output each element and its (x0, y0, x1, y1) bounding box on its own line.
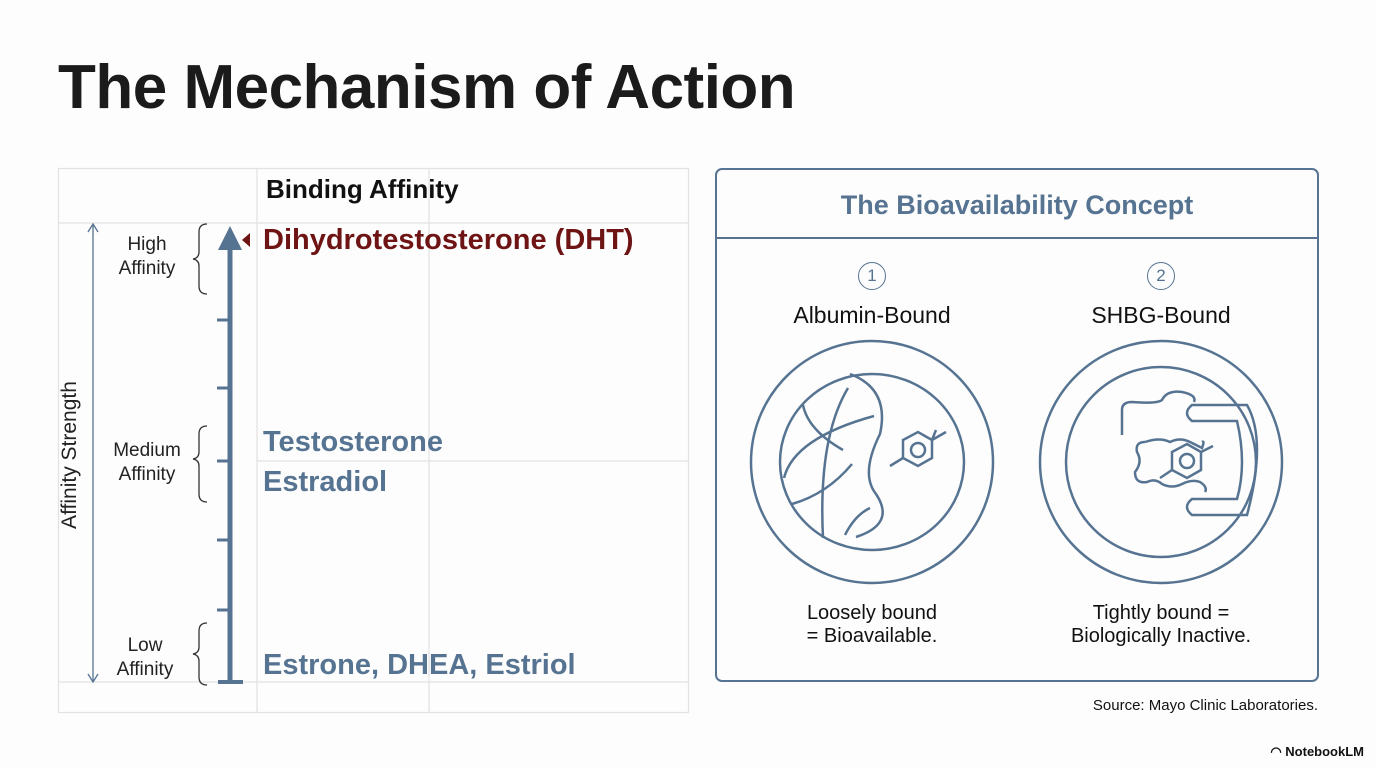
hormone-dht: Dihydrotestosterone (DHT) (263, 224, 634, 256)
albumin-bound-description: Loosely bound = Bioavailable. (742, 602, 1002, 648)
hormone-testosterone: Testosterone (263, 426, 443, 458)
affinity-strength-axis-label: Affinity Strength (58, 381, 81, 529)
level-label-line: Low (127, 635, 163, 656)
affinity-table-grid (57, 167, 690, 714)
description-line: Loosely bound (806, 602, 938, 624)
slide-title: The Mechanism of Action (58, 53, 796, 122)
level-label-line: Affinity (116, 659, 174, 680)
hormone-estradiol: Estradiol (263, 466, 388, 498)
brand-watermark: ◠ NotebookLM (1270, 744, 1364, 760)
shbg-bound-icon (1038, 339, 1284, 585)
source-citation: Source: Mayo Clinic Laboratories. (1092, 697, 1318, 714)
low-affinity-label: Low Affinity (100, 634, 190, 682)
level-label-line: Affinity (118, 464, 176, 485)
binding-affinity-header: Binding Affinity (266, 174, 459, 204)
affinity-axis-arrow (217, 226, 243, 684)
bioavailability-panel (715, 168, 1319, 682)
bioavailability-title: The Bioavailability Concept (840, 190, 1194, 220)
dht-pointer-icon (242, 233, 250, 247)
shbg-bound-label: SHBG-Bound (1091, 302, 1231, 328)
notebooklm-logo-icon: ◠ (1270, 744, 1286, 759)
affinity-strength-double-arrow (87, 222, 99, 684)
level-label-line: High (127, 234, 167, 255)
description-line: = Bioavailable. (806, 625, 938, 647)
brand-name: NotebookLM (1285, 744, 1364, 759)
level-label-line: Medium (113, 440, 181, 461)
hormone-low-group: Estrone, DHEA, Estriol (263, 649, 576, 681)
medium-affinity-label: Medium Affinity (102, 439, 192, 487)
description-line: Biologically Inactive. (1070, 625, 1252, 647)
level-label-line: Affinity (118, 258, 176, 279)
high-affinity-label: High Affinity (102, 233, 192, 281)
shbg-bound-description: Tightly bound = Biologically Inactive. (1031, 602, 1291, 648)
albumin-bound-icon (749, 339, 995, 585)
albumin-bound-label: Albumin-Bound (793, 302, 951, 328)
step-number-badge: 1 (858, 262, 886, 290)
description-line: Tightly bound = (1092, 602, 1230, 624)
brace-icons (192, 223, 208, 686)
step-number-badge: 2 (1147, 262, 1175, 290)
